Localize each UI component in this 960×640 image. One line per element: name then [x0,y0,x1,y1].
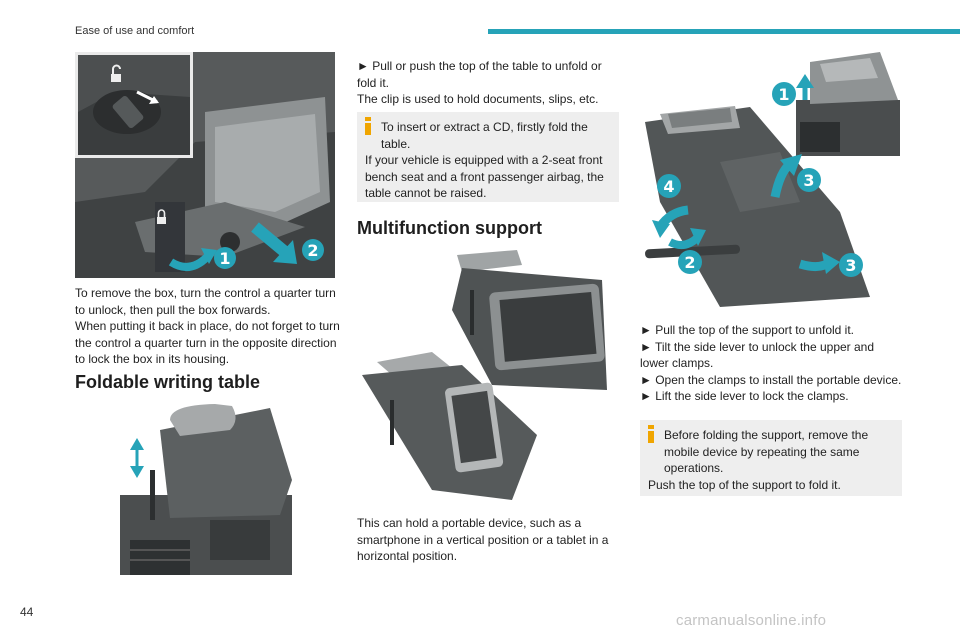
support-steps-figure: 1 2 3 3 4 [640,52,902,314]
support-step-4: ► Lift the side lever to lock the clamps… [640,389,849,403]
box-removal-para-2: When putting it back in place, do not fo… [75,319,340,366]
multifunction-heading: Multifunction support [357,218,542,238]
writing-table-heading: Foldable writing table [75,372,261,392]
cd-info-box: To insert or extract a CD, firstly fold … [357,112,619,202]
svg-text:2: 2 [307,241,318,260]
callout-3: 3 [797,168,821,192]
svg-text:4: 4 [663,177,674,196]
support-step-1: ► Pull the top of the support to unfold … [640,323,855,337]
svg-text:2: 2 [684,253,695,272]
callout-1: 1 [772,82,796,106]
lock-icon [157,209,166,224]
page-number: 44 [20,605,34,619]
callout-2: 2 [678,250,702,274]
storage-box-figure: 1 2 [75,52,335,278]
watermark: carmanualsonline.info [676,612,827,629]
multifunction-figure [352,250,617,510]
support-steps-text: ► Pull the top of the support to unfold … [640,322,902,405]
callout-4: 4 [657,174,681,198]
cd-info-line-2: If your vehicle is equipped with a 2-sea… [365,153,604,200]
fold-info-line-2: Push the top of the support to fold it. [648,477,841,492]
cd-info-line-1: To insert or extract a CD, firstly fold … [381,120,588,151]
callout-2: 2 [302,239,324,261]
section-title: Ease of use and comfort [75,25,195,37]
svg-text:3: 3 [845,256,856,275]
table-instructions: ► Pull or push the top of the table to u… [357,58,619,108]
table-instruction-1: ► Pull or push the top of the table to u… [357,59,602,90]
writing-table-figure [120,400,292,575]
svg-text:3: 3 [803,171,814,190]
fold-info-box: Before folding the support, remove the m… [640,420,902,496]
multifunction-text: This can hold a portable device, such as… [357,516,609,563]
unlock-icon [111,64,121,82]
callout-1: 1 [214,247,236,269]
support-step-2: ► Tilt the side lever to unlock the uppe… [640,339,875,371]
info-icon [648,425,654,443]
svg-text:1: 1 [219,249,230,268]
box-removal-text: To remove the box, turn the control a qu… [75,285,345,368]
table-instruction-2: The clip is used to hold documents, slip… [357,92,599,106]
info-icon [365,117,371,135]
header-accent-bar [488,29,960,34]
box-removal-para-1: To remove the box, turn the control a qu… [75,286,336,317]
callout-3: 3 [839,253,863,277]
fold-info-line-1: Before folding the support, remove the m… [664,428,869,475]
svg-text:1: 1 [778,85,789,104]
support-step-3: ► Open the clamps to install the portabl… [640,372,902,387]
